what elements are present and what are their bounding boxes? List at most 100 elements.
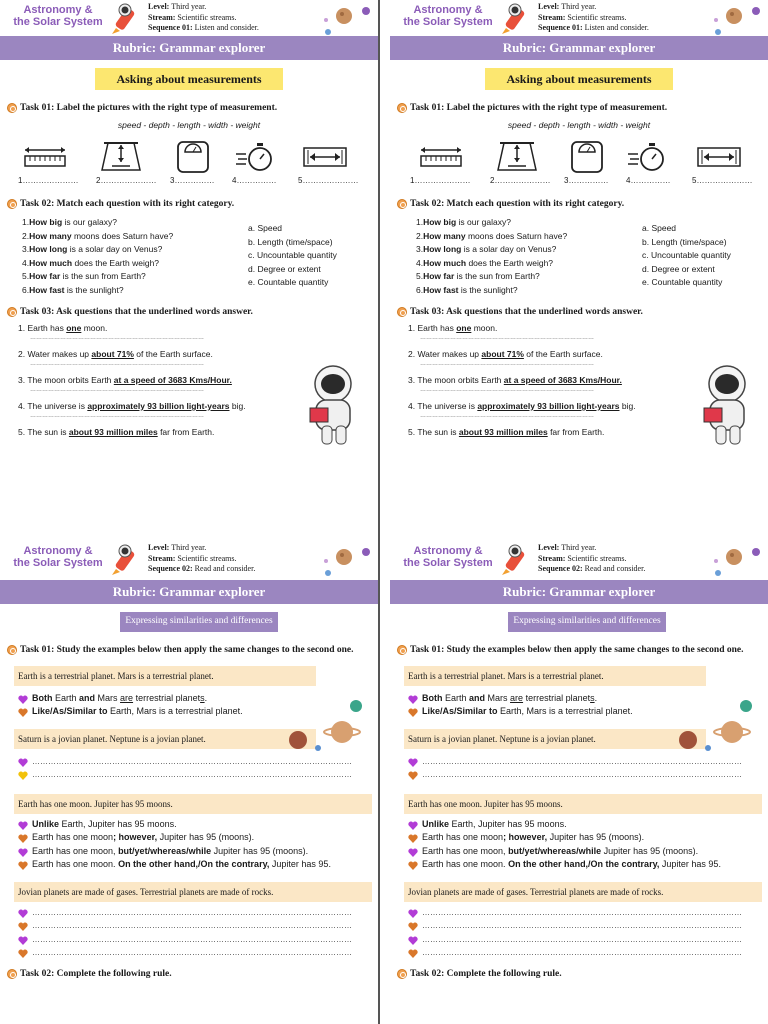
blank-4[interactable]: 4…………… xyxy=(626,176,671,185)
example-line: Earth has one moon, but/yet/whereas/whil… xyxy=(390,845,768,859)
astronaut-reading-illustration xyxy=(703,365,746,445)
width-icon xyxy=(303,147,347,167)
speed-stopwatch-icon xyxy=(628,143,664,171)
answer-line[interactable]: …………………………………………………………………………… xyxy=(30,387,204,393)
list-item: 5. The sun is about 93 million miles far… xyxy=(408,427,605,437)
category-list: a. Speed b. Length (time/space) c. Uncou… xyxy=(248,222,337,290)
answer-line[interactable]: ………………………………………………………………………………………………………… xyxy=(390,946,768,960)
blank-1[interactable]: 1………………… xyxy=(410,176,471,185)
answer-line[interactable]: …………………………………………………………………………… xyxy=(30,361,204,367)
answer-line[interactable]: …………………………………………………………………………… xyxy=(420,387,594,393)
list-item: 3. The moon orbits Earth at a speed of 3… xyxy=(18,375,232,385)
example-sentence-4: Jovian planets are made of gases. Terres… xyxy=(404,881,762,902)
blank-4[interactable]: 4…………… xyxy=(232,176,277,185)
topic-heading: Expressing similarities and differences xyxy=(120,612,278,632)
example-line: Earth has one moon. On the other hand,/O… xyxy=(390,858,768,872)
list-item: 2. Water makes up about 71% of the Earth… xyxy=(408,349,603,359)
list-item: 4. The universe is approximately 93 bill… xyxy=(18,401,246,411)
blank-2[interactable]: 2………………… xyxy=(490,176,551,185)
task-bullet-icon xyxy=(397,199,407,209)
answer-line[interactable]: …………………………………………………………………………… xyxy=(420,413,594,419)
blank-2[interactable]: 2………………… xyxy=(96,176,157,185)
list-item: a. Speed xyxy=(248,223,283,233)
task-bullet-icon xyxy=(7,103,17,113)
heart-purple-icon xyxy=(408,694,418,704)
topic-heading: Asking about measurements xyxy=(485,68,673,90)
ruler-icon xyxy=(420,147,462,167)
blank-3[interactable]: 3…………… xyxy=(170,176,215,185)
example-line: Both Earth and Mars are terrestrial plan… xyxy=(0,692,378,706)
astronaut-reading-illustration xyxy=(309,365,352,445)
heart-orange-icon xyxy=(408,861,418,870)
example-line: Unlike Earth, Jupiter has 95 moons. xyxy=(390,818,768,832)
question-list: 1.How big is our galaxy? 2.How many moon… xyxy=(390,216,768,297)
task-01-heading: Task 01: Study the examples below then a… xyxy=(390,644,768,656)
list-item: e. Countable quantity xyxy=(642,277,723,287)
rubric-banner: Rubric: Grammar explorer xyxy=(0,580,378,604)
heart-purple-icon xyxy=(18,694,28,704)
answer-line[interactable]: ………………………………………………………………………………………………………… xyxy=(390,755,768,769)
astronaut-rocket-icon xyxy=(502,544,525,575)
rubric-banner: Rubric: Grammar explorer xyxy=(390,580,768,604)
rubric-banner: Rubric: Grammar explorer xyxy=(390,36,768,60)
list-item: 6.How fast is the sunlight? xyxy=(22,284,124,295)
scale-icon xyxy=(177,141,209,173)
course-meta: Level: Third year. Stream: Scientific st… xyxy=(148,2,259,32)
answer-line[interactable]: ………………………………………………………………………………………………………… xyxy=(390,906,768,920)
course-meta: Level: Third year. Stream: Scientific st… xyxy=(538,543,646,573)
scale-icon xyxy=(571,141,603,173)
rubric-banner: Rubric: Grammar explorer xyxy=(0,36,378,60)
answer-line[interactable]: ………………………………………………………………………………………………………… xyxy=(390,933,768,947)
planets-icon xyxy=(714,548,760,576)
list-item: 3.How long is a solar day on Venus? xyxy=(416,244,557,254)
heart-orange-icon xyxy=(18,949,28,958)
task-01-heading: Task 01: Label the pictures with the rig… xyxy=(390,102,768,114)
list-item: a. Speed xyxy=(642,223,677,233)
topic-heading: Asking about measurements xyxy=(95,68,283,90)
heart-purple-icon xyxy=(408,908,418,918)
answer-line[interactable]: …………………………………………………………………………… xyxy=(420,335,594,341)
answer-line[interactable]: ………………………………………………………………………………………………………… xyxy=(0,919,378,933)
speed-stopwatch-icon xyxy=(236,143,272,171)
heart-orange-icon xyxy=(408,949,418,958)
category-list: a. Speed b. Length (time/space) c. Uncou… xyxy=(642,222,731,290)
heart-orange-icon xyxy=(408,922,418,931)
answer-line[interactable]: ………………………………………………………………………………………………………… xyxy=(0,768,378,782)
blank-3[interactable]: 3…………… xyxy=(564,176,609,185)
answer-line[interactable]: ………………………………………………………………………………………………………… xyxy=(0,946,378,960)
blank-5[interactable]: 5………………… xyxy=(692,176,753,185)
blank-1[interactable]: 1………………… xyxy=(18,176,79,185)
task-01-heading: Task 01: Label the pictures with the rig… xyxy=(0,102,378,114)
example-line: Earth has one moon; however, Jupiter has… xyxy=(0,831,378,845)
answer-line[interactable]: ………………………………………………………………………………………………………… xyxy=(390,919,768,933)
astronaut-rocket-icon xyxy=(502,3,525,34)
answer-line[interactable]: …………………………………………………………………………… xyxy=(30,413,204,419)
list-item: 4.How much does the Earth weigh? xyxy=(416,257,554,268)
course-title: Astronomy & the Solar System xyxy=(403,4,493,28)
answer-line[interactable]: ………………………………………………………………………………………………………… xyxy=(0,906,378,920)
task-03-items: 1. Earth has one moon. ……………………………………………… xyxy=(390,322,768,438)
list-item: d. Degree or extent xyxy=(642,263,715,274)
planets-illustration xyxy=(679,700,752,751)
heart-purple-icon xyxy=(18,935,28,945)
answer-line[interactable]: …………………………………………………………………………… xyxy=(420,361,594,367)
width-icon xyxy=(697,147,741,167)
header: Astronomy & the Solar System Level: Thir… xyxy=(0,541,378,577)
example-line: Earth has one moon; however, Jupiter has… xyxy=(390,831,768,845)
answer-line[interactable]: ………………………………………………………………………………………………………… xyxy=(390,768,768,782)
list-item: 3. The moon orbits Earth at a speed of 3… xyxy=(408,375,622,385)
measurement-types: speed - depth - length - width - weight xyxy=(507,120,651,130)
list-item: 2.How many moons does Saturn have? xyxy=(22,230,174,241)
list-item: b. Length (time/space) xyxy=(642,236,727,247)
measurement-icons: 1………………… 2………………… 3…………… 4…………… 5………………… xyxy=(390,140,768,190)
planets-icon xyxy=(324,548,370,576)
list-item: 2.How many moons does Saturn have? xyxy=(416,230,568,241)
blank-5[interactable]: 5………………… xyxy=(298,176,359,185)
task-bullet-icon xyxy=(397,307,407,317)
list-item: 1.How big is our galaxy? xyxy=(416,217,511,227)
task-02-heading: Task 02: Match each question with its ri… xyxy=(390,198,768,210)
answer-line[interactable]: ………………………………………………………………………………………………………… xyxy=(0,933,378,947)
answer-line[interactable]: …………………………………………………………………………… xyxy=(30,335,204,341)
example-sentence-1: Earth is a terrestrial planet. Mars is a… xyxy=(14,665,316,686)
answer-line[interactable]: ………………………………………………………………………………………………………… xyxy=(0,755,378,769)
